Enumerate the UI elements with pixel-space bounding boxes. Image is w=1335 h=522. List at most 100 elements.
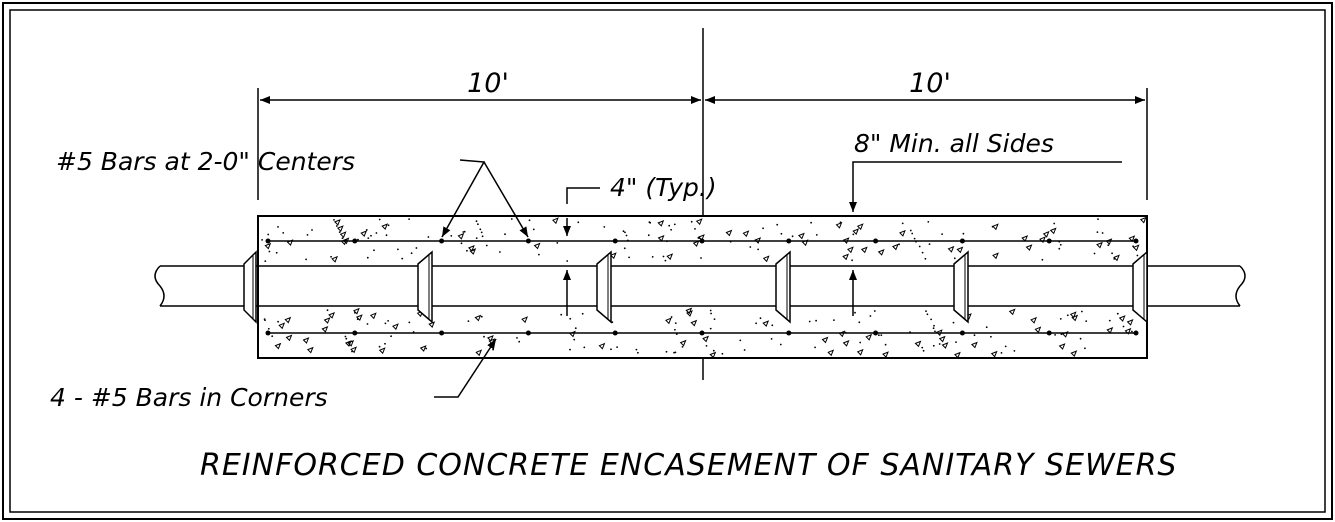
aggregate-dot	[384, 342, 386, 345]
sewer-pipe-left-stub	[154, 265, 244, 307]
aggregate-mark	[284, 316, 292, 324]
aggregate-dot	[710, 312, 712, 315]
corner-bars-note: 4 - #5 Bars in Corners	[50, 383, 328, 412]
aggregate-mark	[336, 225, 344, 232]
aggregate-dot	[1059, 243, 1062, 246]
aggregate-dot	[852, 233, 855, 236]
aggregate-dot	[354, 311, 356, 314]
aggregate-mark	[1008, 308, 1016, 316]
aggregate-dot	[755, 322, 757, 325]
aggregate-mark	[1021, 235, 1029, 242]
aggregate-mark	[369, 312, 377, 320]
aggregate-mark	[360, 230, 368, 237]
aggregate-dot	[674, 328, 676, 331]
aggregate-mark	[742, 230, 750, 238]
aggregate-dot	[1054, 334, 1056, 336]
aggregate-dot	[1111, 252, 1113, 255]
aggregate-mark	[685, 307, 693, 315]
left-dimension-text: 10'	[467, 68, 509, 99]
aggregate-mark	[1126, 319, 1134, 326]
aggregate-dot	[928, 243, 931, 246]
aggregate-dot	[1084, 347, 1086, 350]
aggregate-dot	[647, 234, 650, 237]
aggregate-dot	[305, 258, 307, 261]
aggregate-mark	[1070, 350, 1078, 357]
aggregate-dot	[569, 317, 572, 320]
aggregate-dot	[990, 335, 992, 338]
aggregate-mark	[285, 334, 293, 342]
aggregate-mark	[821, 336, 829, 344]
aggregate-dot	[475, 220, 478, 223]
aggregate-mark	[552, 217, 559, 225]
aggregate-dot	[779, 343, 782, 346]
aggregate-mark	[938, 335, 946, 343]
aggregate-mark	[860, 246, 868, 254]
aggregate-dot	[709, 309, 712, 312]
aggregate-dot	[1000, 352, 1003, 354]
aggregate-mark	[899, 229, 906, 237]
aggregate-dot	[1004, 345, 1007, 348]
aggregate-dot	[475, 237, 478, 240]
aggregate-mark	[1106, 327, 1114, 334]
aggregate-mark	[521, 316, 528, 324]
aggregate-mark	[331, 255, 338, 263]
aggregate-dot	[603, 226, 606, 228]
aggregate-mark	[1113, 254, 1120, 262]
aggregate-mark	[1025, 244, 1033, 251]
aggregate-mark	[1118, 315, 1126, 322]
aggregate-dot	[776, 223, 779, 226]
pipe-bell	[596, 250, 612, 324]
aggregate-dot	[955, 341, 957, 343]
aggregate-mark	[695, 218, 703, 226]
aggregate-mark	[264, 242, 272, 250]
cover-dimension-arrows	[563, 218, 857, 316]
aggregate-dot	[504, 233, 506, 236]
aggregate-dot	[616, 346, 618, 348]
aggregate-dot	[884, 343, 887, 346]
aggregate-mark	[321, 326, 329, 333]
aggregate-dot	[810, 221, 812, 224]
aggregate-dot	[408, 218, 410, 221]
aggregate-dot	[560, 313, 563, 316]
aggregate-dot	[851, 259, 853, 262]
aggregate-mark	[992, 223, 999, 231]
aggregate-dot	[261, 239, 263, 241]
aggregate-dot	[516, 337, 518, 339]
aggregate-dot	[690, 220, 693, 223]
aggregate-dot	[385, 234, 388, 237]
aggregate-dot	[700, 257, 702, 259]
aggregate-dot	[335, 225, 338, 227]
aggregate-dot	[1059, 318, 1062, 320]
aggregate-dot	[1013, 350, 1016, 352]
aggregate-dot	[930, 318, 932, 321]
aggregate-dot	[415, 247, 418, 249]
aggregate-dot	[694, 228, 696, 230]
aggregate-dot	[480, 315, 483, 318]
aggregate-mark	[428, 321, 436, 328]
aggregate-mark	[692, 240, 700, 247]
aggregate-dot	[538, 253, 540, 256]
aggregate-dot	[564, 228, 567, 230]
aggregate-dot	[780, 232, 783, 235]
aggregate-mark	[1132, 244, 1140, 252]
aggregate-dot	[277, 226, 279, 228]
aggregate-dot	[858, 321, 861, 324]
aggregate-dot	[264, 319, 266, 322]
rebar-dot-bottom	[1133, 330, 1139, 336]
aggregate-dot	[743, 349, 746, 351]
aggregate-mark	[475, 349, 483, 357]
aggregate-dot	[941, 233, 943, 236]
sewer-pipe-right-stub	[1147, 265, 1246, 307]
aggregate-dot	[913, 237, 916, 240]
aggregate-dot	[952, 321, 955, 324]
aggregate-mark	[856, 223, 864, 231]
min-all-sides-note: 8" Min. all Sides	[854, 129, 1054, 158]
aggregate-dot	[762, 227, 764, 230]
aggregate-dot	[770, 338, 773, 340]
aggregate-dot	[749, 246, 752, 248]
aggregate-mark	[457, 232, 465, 240]
aggregate-mark	[1071, 314, 1079, 322]
aggregate-dot	[815, 319, 817, 322]
